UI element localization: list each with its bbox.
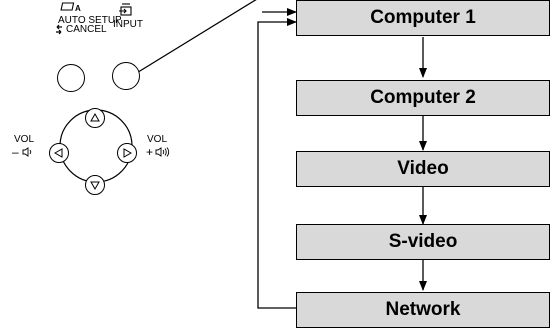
speaker-high-icon	[155, 147, 170, 157]
input-button[interactable]	[112, 62, 140, 90]
auto-setup-label: AUTO SETUP	[58, 15, 122, 26]
left-arrow-icon	[53, 148, 63, 158]
vol-plus-label: VOL	[147, 134, 168, 145]
up-button[interactable]	[85, 108, 105, 128]
auto-setup-icon: A	[60, 2, 81, 13]
vol-up-button[interactable]	[117, 143, 137, 163]
down-arrow-icon	[90, 181, 100, 191]
svg-text:A: A	[75, 4, 81, 13]
up-arrow-icon	[90, 112, 100, 122]
step-network: Network	[296, 292, 550, 328]
right-arrow-icon	[123, 148, 133, 158]
auto-setup-cancel-button[interactable]	[57, 64, 85, 92]
step-video: Video	[296, 151, 550, 187]
step-computer-2: Computer 2	[296, 80, 550, 116]
cancel-icon	[56, 24, 62, 35]
step-s-video: S-video	[296, 224, 550, 260]
down-button[interactable]	[85, 175, 105, 195]
vol-minus-label: VOL	[14, 134, 35, 145]
input-icon	[119, 3, 132, 16]
speaker-low-icon	[22, 147, 32, 157]
input-label: INPUT	[113, 19, 143, 30]
step-computer-1: Computer 1	[296, 0, 550, 36]
vol-minus-sign: –	[12, 145, 19, 159]
vol-plus-sign: +	[146, 145, 154, 159]
input-pointer-line	[134, 0, 257, 75]
loop-back-line	[257, 18, 297, 309]
vol-down-button[interactable]	[49, 143, 69, 163]
cancel-label: CANCEL	[66, 24, 107, 35]
